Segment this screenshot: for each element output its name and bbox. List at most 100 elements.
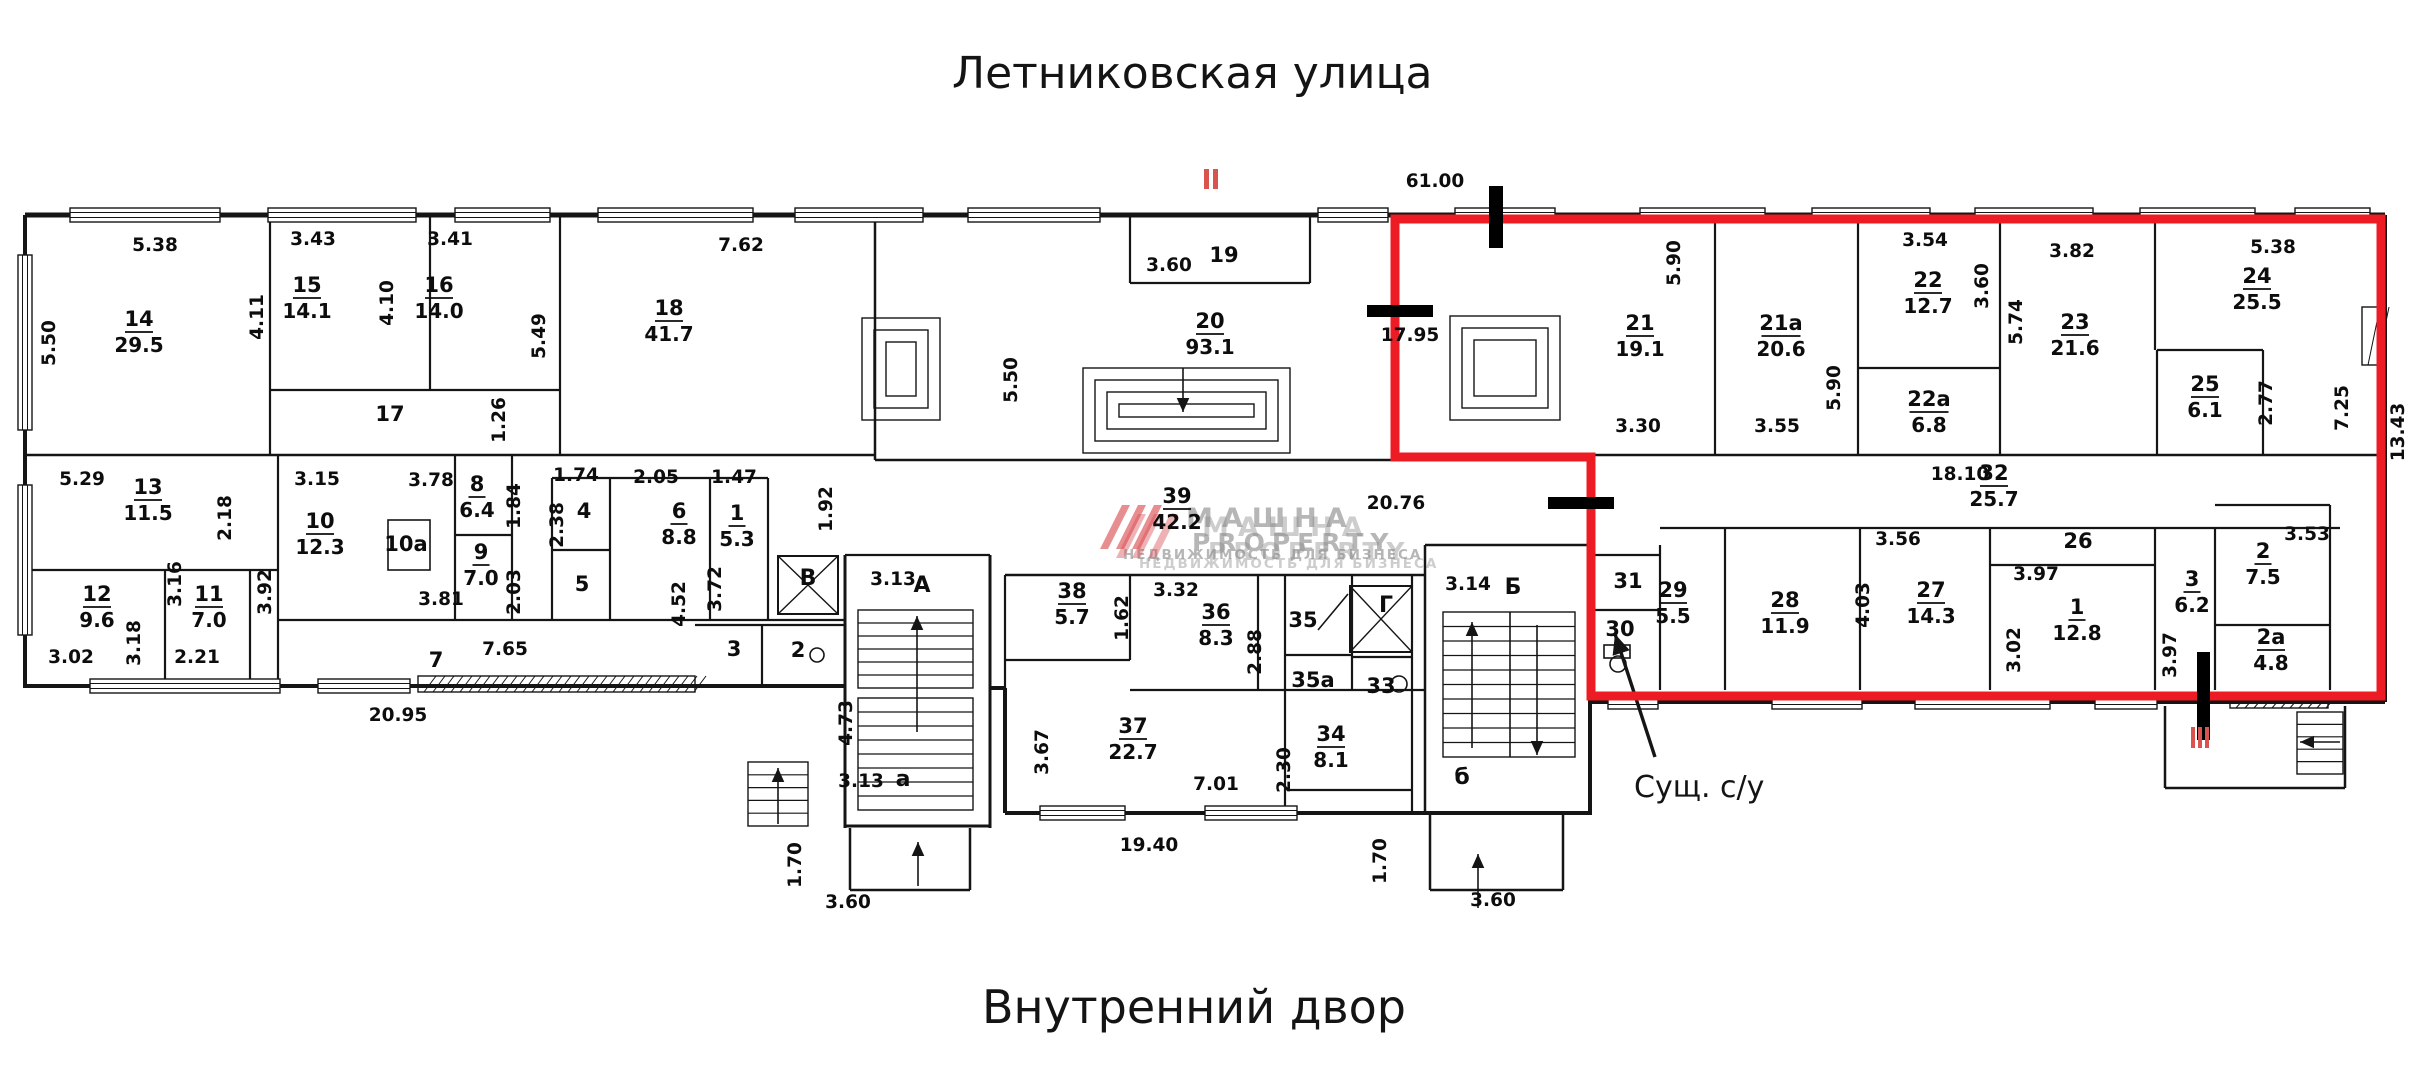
dimension-label: 2.18 (215, 495, 236, 541)
room-area: 25.7 (1969, 487, 2018, 511)
entry-steps (1449, 315, 1561, 421)
highlight-layer (1204, 169, 2386, 748)
dimension-label: 3.16 (165, 561, 186, 607)
room-area: 6.2 (2174, 593, 2209, 617)
dimension-label: 3.97 (2013, 564, 2059, 585)
window (967, 207, 1101, 223)
room-number: 2а (2257, 625, 2286, 649)
dimension-label: 2.77 (2256, 380, 2277, 426)
dimension-label: 3.92 (255, 569, 276, 615)
room-number: 38 (1057, 579, 1086, 603)
room-area: 29.5 (114, 333, 163, 357)
dimension-label: 3.67 (1032, 729, 1053, 775)
elevator-x-icon (1349, 585, 1413, 653)
direction-arrow-head (1471, 854, 1485, 868)
room-area: 11.5 (123, 501, 172, 525)
room-area: 12.7 (1903, 294, 1952, 318)
block-letter-label: а (896, 767, 911, 792)
room-area: 14.0 (414, 299, 463, 323)
room-number: 31 (1613, 569, 1642, 593)
room-area: 21.6 (2050, 336, 2099, 360)
dimension-label: 5.50 (1001, 357, 1022, 403)
room-number: 24 (2242, 264, 2271, 288)
room-number: 7 (429, 648, 444, 672)
room-area: 6.1 (2187, 398, 2222, 422)
dimension-label: 18.10 (1931, 464, 1990, 485)
room-number: 28 (1770, 588, 1799, 612)
room-number: 36 (1201, 600, 1230, 624)
dimension-label: 17.95 (1381, 325, 1440, 346)
room-area: 20.6 (1756, 337, 1805, 361)
dimension-label: 7.62 (718, 235, 764, 256)
dimension-label: 3.72 (705, 566, 726, 612)
room-number: 34 (1316, 722, 1345, 746)
block-letter-label: Б (1505, 575, 1522, 600)
dimension-label: 1.84 (504, 483, 525, 529)
room-area: 4.8 (2253, 651, 2288, 675)
dimension-label: 5.29 (59, 469, 105, 490)
dimension-label: 3.60 (825, 892, 871, 913)
block-letter-label: В (800, 566, 817, 591)
window (1317, 207, 1389, 223)
block-letter-label: А (913, 573, 930, 598)
section-tick-red (1213, 169, 1218, 189)
dimension-label: 3.60 (1470, 890, 1516, 911)
room-number: 14 (124, 307, 153, 331)
room-number: 18 (654, 296, 683, 320)
watermark-logo-icon (1132, 505, 1162, 549)
room-number: 22 (1913, 268, 1942, 292)
section-bar (1489, 186, 1503, 248)
entry-steps (1082, 367, 1291, 454)
entry-steps (1461, 327, 1549, 409)
room-area: 12.3 (295, 535, 344, 559)
room-area: 6.8 (1911, 413, 1946, 437)
dimension-label: 3.82 (2049, 241, 2095, 262)
arrows-layer (771, 368, 2340, 908)
dimension-label: 5.74 (2006, 299, 2027, 345)
dimension-label: 2.30 (1274, 747, 1295, 793)
annotation-arrow-head (1612, 634, 1630, 656)
dimension-label: 3.15 (294, 469, 340, 490)
entry-steps-layer (861, 315, 1561, 454)
room-number: 2 (791, 638, 806, 662)
direction-arrow-head (1530, 741, 1544, 755)
dimension-label: 1.47 (711, 467, 757, 488)
room-area: 42.2 (1152, 510, 1201, 534)
toilet-icon (809, 647, 825, 663)
elevator-shaft (777, 555, 839, 615)
dimension-label: 1.70 (785, 842, 806, 888)
dimension-label: 61.00 (1406, 171, 1465, 192)
room-number: 11 (194, 582, 223, 606)
dimension-label: 3.18 (124, 620, 145, 666)
street-title: Летниковская улица (952, 48, 1433, 99)
dimension-label: 3.32 (1153, 580, 1199, 601)
room-area: 22.7 (1108, 740, 1157, 764)
dimension-label: 4.03 (1853, 582, 1874, 628)
dimension-label: 4.52 (669, 581, 690, 627)
room-area: 8.1 (1313, 748, 1348, 772)
watermark-brand2: PROPERTY (1192, 528, 1396, 557)
room-area: 14.3 (1906, 604, 1955, 628)
dimension-label: 2.21 (174, 647, 220, 668)
dimension-label: 5.90 (1664, 240, 1685, 286)
room-number: 1 (730, 501, 745, 525)
room-number: 32 (1979, 461, 2008, 485)
dimension-label: 4.73 (836, 700, 857, 746)
room-number: 21а (1759, 311, 1802, 335)
room-area: 5.3 (719, 527, 754, 551)
dimension-label: 3.43 (290, 229, 336, 250)
room-number: 33 (1366, 674, 1395, 698)
dimension-label: 3.97 (2160, 632, 2181, 678)
direction-arrow-head (911, 842, 925, 856)
section-tick-red (1204, 169, 1209, 189)
entry-steps (873, 329, 929, 409)
block-letter-label: б (1454, 765, 1469, 790)
elevator-x-icon (777, 555, 839, 615)
dimension-label: 2.88 (1245, 629, 1266, 675)
dimension-label: 2.03 (504, 569, 525, 615)
dimension-label: 3.55 (1754, 416, 1800, 437)
